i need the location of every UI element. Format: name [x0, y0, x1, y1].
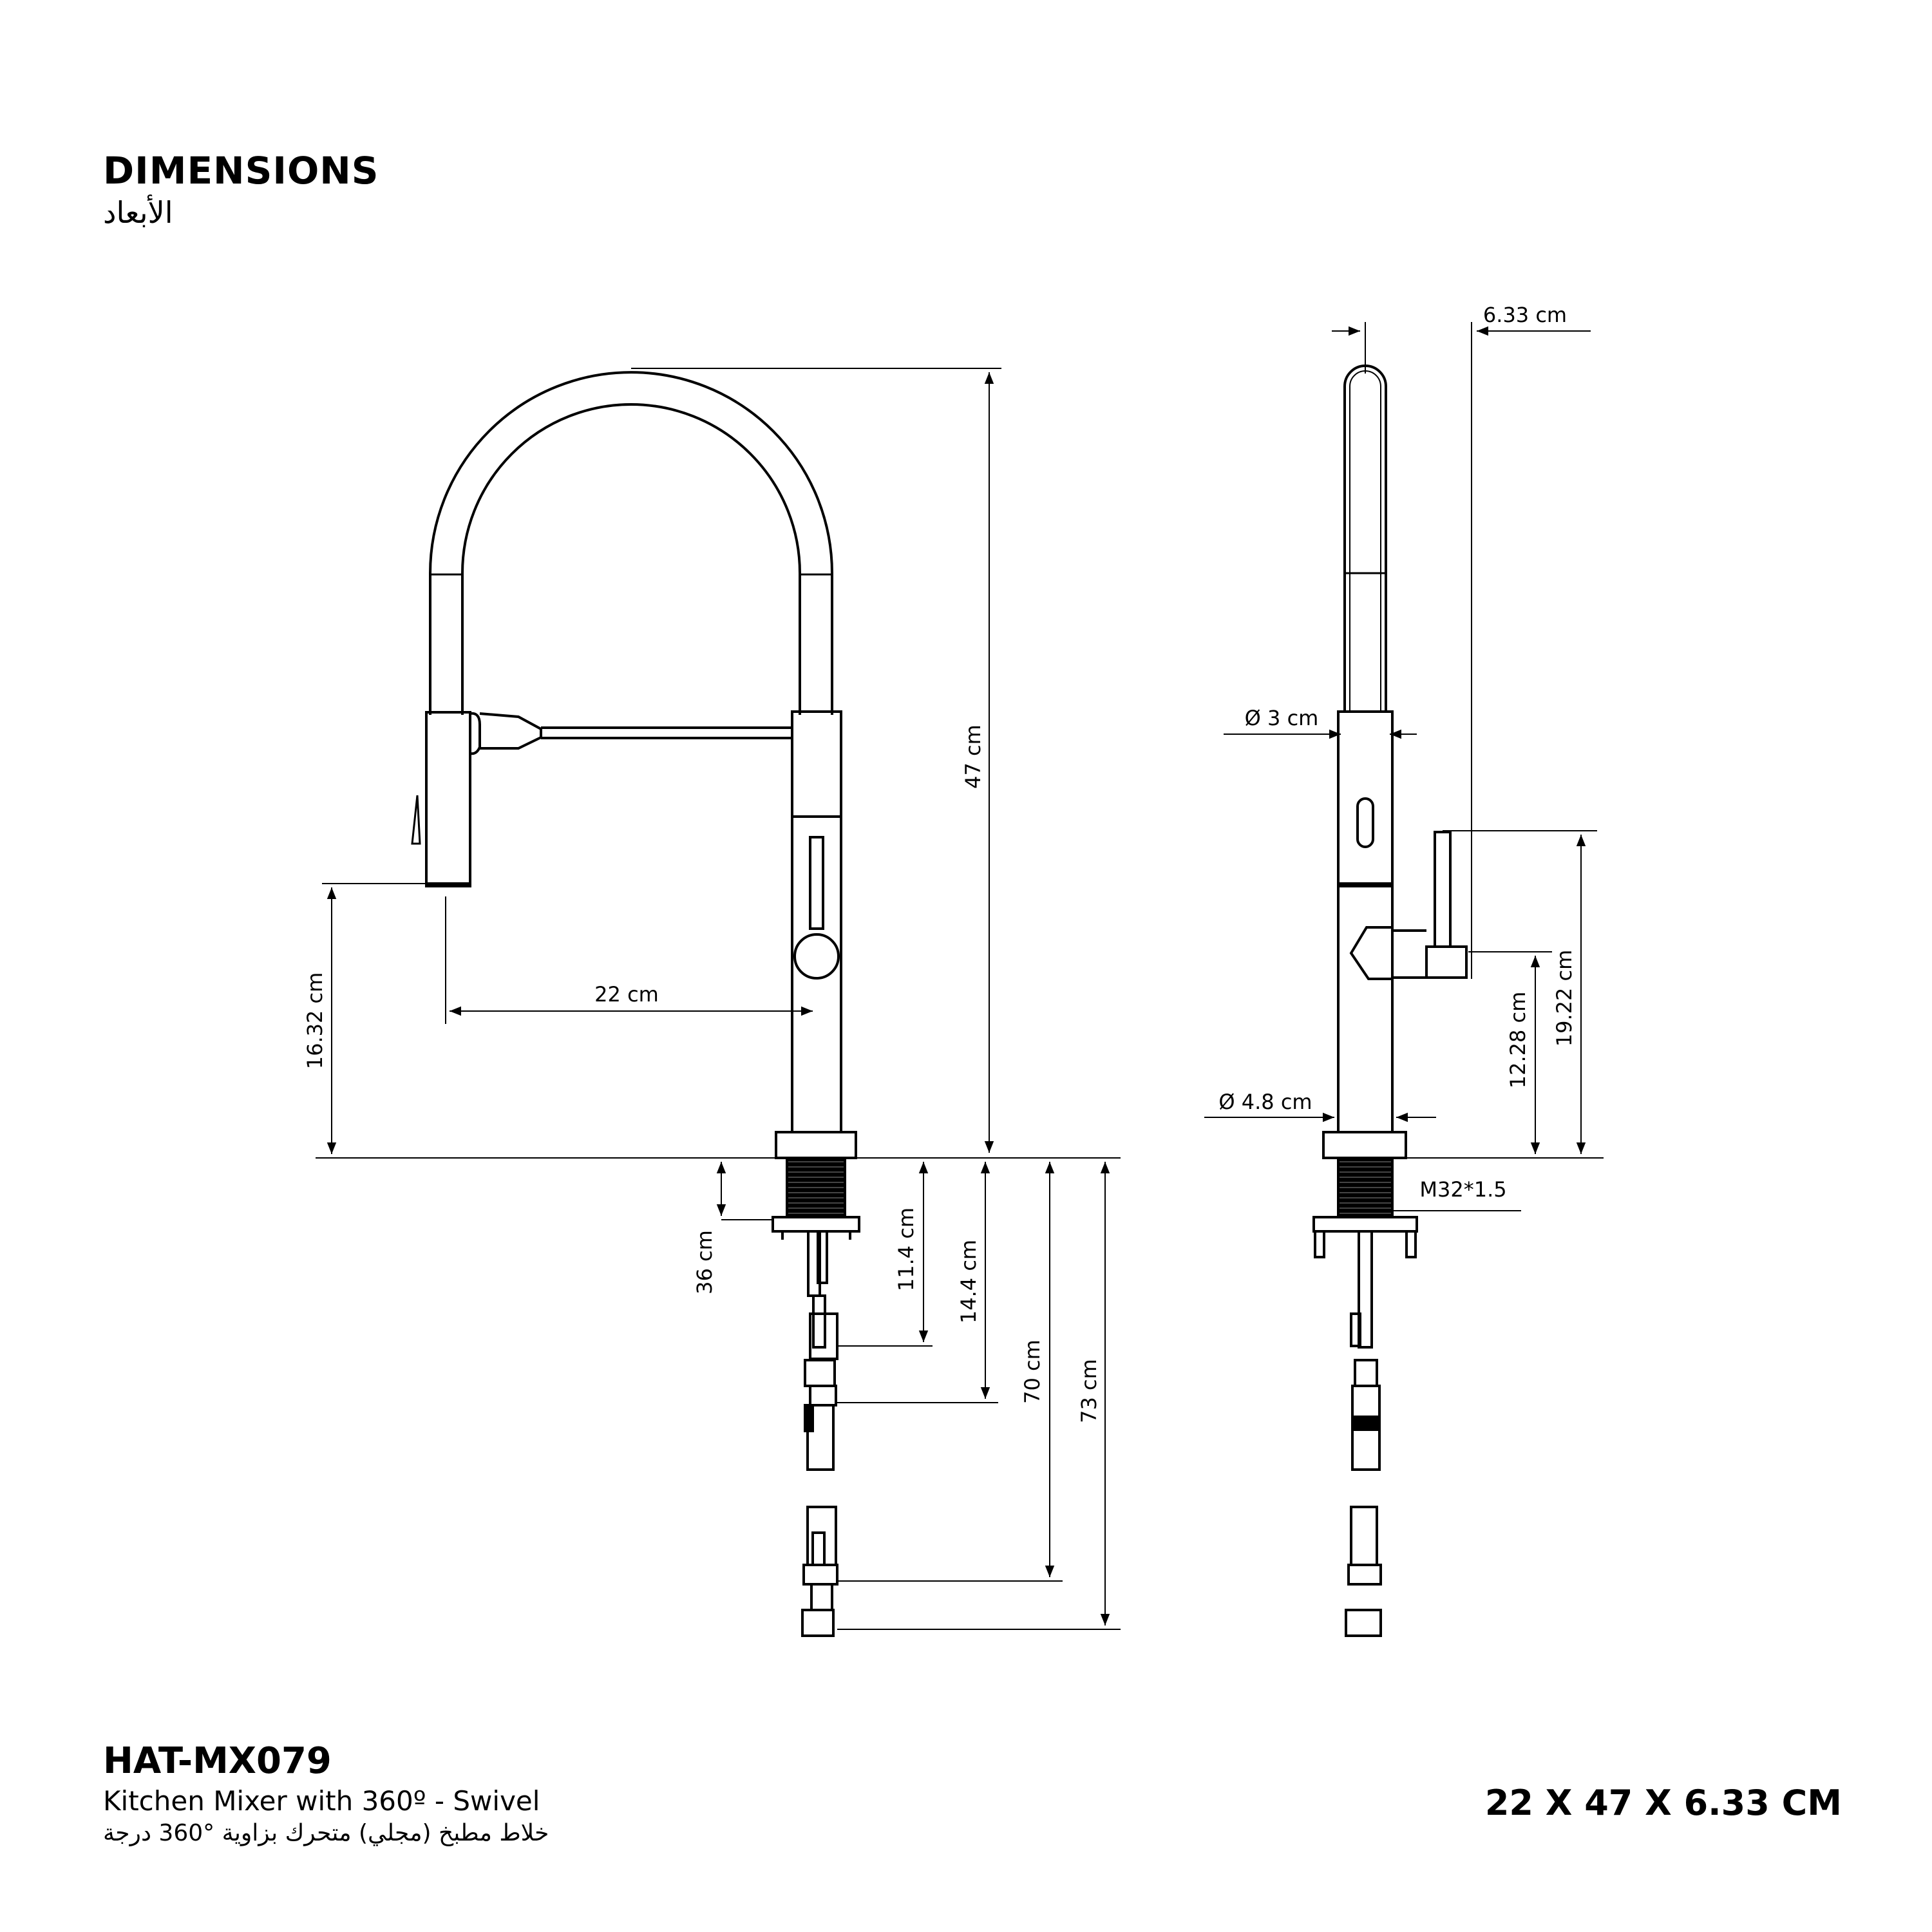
side-dimension-lines [1204, 322, 1604, 1211]
label-top-depth: 6.33 cm [1483, 303, 1567, 327]
label-handle-height: 12.28 cm [1506, 992, 1530, 1089]
label-spout-reach: 22 cm [594, 982, 659, 1007]
product-name-en: Kitchen Mixer with 360º - Swivel [103, 1785, 540, 1817]
front-handle-knob [793, 933, 840, 980]
label-73: 73 cm [1077, 1359, 1101, 1423]
front-body-lower [791, 815, 842, 1133]
product-name-ar: خلاط مطبخ (مجلي) متحرك بزاوية °360 درجة [103, 1820, 549, 1846]
spray-connector [469, 712, 481, 755]
front-body-upper [791, 710, 842, 818]
label-14-4: 14.4 cm [956, 1240, 981, 1323]
heading-title-en: DIMENSIONS [103, 149, 379, 193]
label-70: 70 cm [1020, 1340, 1045, 1404]
overall-dimensions: 22 X 47 X 6.33 CM [1484, 1783, 1842, 1823]
spout-arch-inner [461, 403, 801, 715]
label-total-height: 47 cm [961, 724, 985, 789]
side-view [1312, 365, 1468, 1637]
front-dimension-lines [316, 368, 1121, 1630]
heading-title-ar: الأبعاد [103, 195, 173, 230]
label-spout-height: 16.32 cm [303, 972, 327, 1070]
dimension-labels: 47 cm 22 cm 16.32 cm 36 cm 11.4 cm 14.4 … [303, 303, 1577, 1423]
side-base [1322, 1131, 1407, 1159]
product-info: HAT-MX079 Kitchen Mixer with 360º - Swiv… [103, 1739, 549, 1848]
label-body-diameter: Ø 4.8 cm [1218, 1090, 1312, 1114]
side-handle [1349, 926, 1392, 980]
label-lever-top-height: 19.22 cm [1552, 950, 1577, 1047]
label-spout-diameter: Ø 3 cm [1245, 706, 1319, 730]
dimensions-heading: DIMENSIONS الأبعاد [103, 148, 379, 232]
side-body [1337, 884, 1394, 1133]
side-spout [1343, 365, 1387, 712]
spout-arch-outer [429, 371, 833, 715]
model-number: HAT-MX079 [103, 1740, 332, 1782]
front-base [775, 1131, 857, 1159]
label-thread: M32*1.5 [1419, 1177, 1506, 1202]
spray-head [425, 711, 471, 887]
front-view [411, 371, 860, 1637]
label-36: 36 cm [692, 1230, 717, 1294]
label-11-4: 11.4 cm [894, 1208, 918, 1291]
